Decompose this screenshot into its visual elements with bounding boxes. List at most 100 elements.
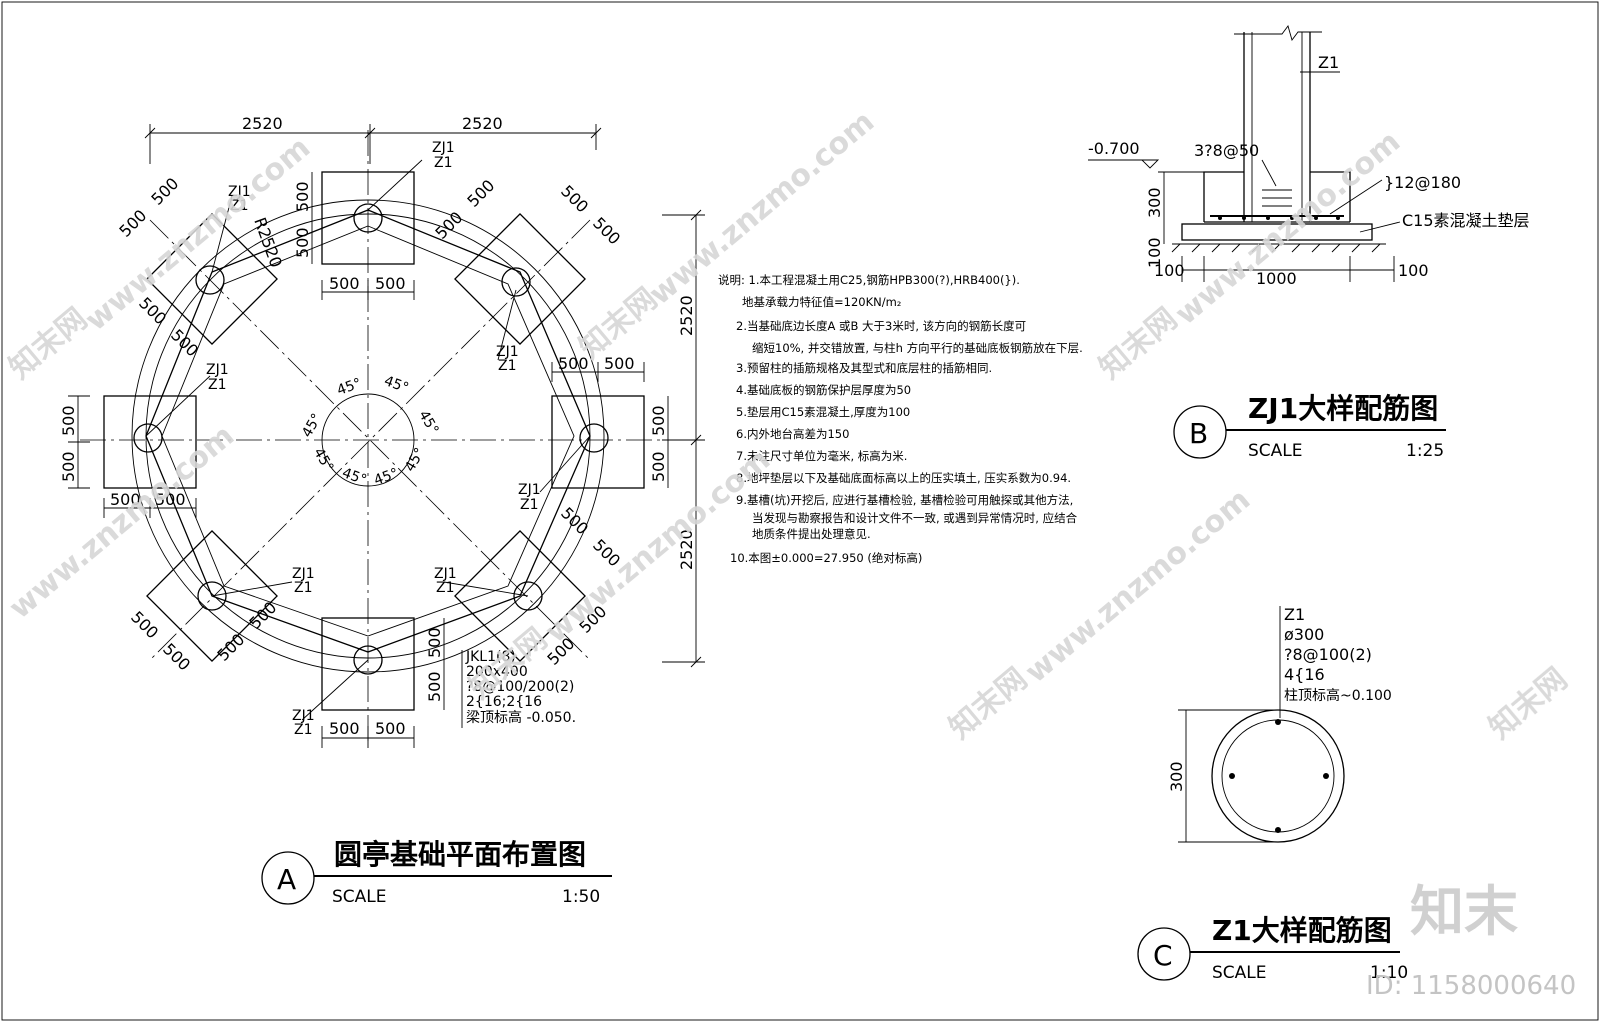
svg-text:ZJ1: ZJ1 (292, 566, 315, 582)
svg-text:100: 100 (1398, 261, 1429, 280)
svg-text:知末网: 知末网 (1483, 661, 1574, 746)
angle-label: 45° (310, 445, 336, 475)
svg-text:ZJ1: ZJ1 (292, 708, 315, 724)
svg-text:www.znzmo.com: www.znzmo.com (3, 418, 241, 626)
dim-500-top-square: 500 500 500 500 (293, 172, 415, 300)
general-notes: 说明: 1.本工程混凝土用C25,钢筋HPB300(?),HRB400(}). … (718, 273, 1083, 565)
svg-text:JKL1(8): JKL1(8) (465, 649, 516, 665)
svg-text:500: 500 (557, 503, 592, 538)
dim-2520-right-lower: 2520 (677, 529, 696, 570)
svg-text:缩短10%, 并交错放置, 与柱h 方向平行的基础底板钢筋放: 缩短10%, 并交错放置, 与柱h 方向平行的基础底板钢筋放在下层. (752, 341, 1083, 355)
svg-text:500: 500 (604, 354, 635, 373)
dim-2520-top-right: 2520 (462, 114, 503, 133)
svg-text:500: 500 (329, 274, 360, 293)
bedding-label: C15素混凝土垫层 (1402, 211, 1530, 230)
svg-text:地质条件提出处理意见.: 地质条件提出处理意见. (752, 527, 871, 541)
svg-text:ZJ1: ZJ1 (496, 344, 519, 360)
svg-text:500: 500 (147, 174, 182, 209)
scale-value-c: 1:10 (1370, 963, 1408, 983)
svg-text:500: 500 (155, 490, 186, 509)
angle-circle (321, 393, 415, 487)
svg-text:Z1: Z1 (1284, 605, 1305, 624)
svg-text:3.预留柱的插筋规格及其型式和底层柱的插筋相同.: 3.预留柱的插筋规格及其型式和底层柱的插筋相同. (736, 361, 992, 375)
svg-text:500: 500 (159, 639, 194, 674)
badge-c (1137, 927, 1191, 981)
watermark-id: ID: 1158000640 (1366, 971, 1576, 1001)
svg-text:500: 500 (245, 598, 280, 633)
badge-b-letter: B (1189, 417, 1208, 450)
svg-text:2{16;2{16: 2{16;2{16 (466, 694, 542, 710)
svg-text:9.基槽(坑)开挖后, 应进行基槽检验, 基槽检验可用触探或: 9.基槽(坑)开挖后, 应进行基槽检验, 基槽检验可用触探或其他方法, (736, 493, 1073, 507)
svg-text:知末网: 知末网 (943, 661, 1034, 746)
svg-text:500: 500 (293, 181, 312, 212)
svg-text:Z1: Z1 (498, 358, 517, 374)
stirrup-label: 3?8@50 (1194, 141, 1259, 160)
svg-text:Z1: Z1 (294, 580, 313, 596)
dim-right: 2520 2520 (662, 209, 705, 668)
svg-text:300: 300 (1145, 187, 1164, 218)
scale-value-a: 1:50 (562, 887, 600, 907)
beam-tag: JKL1(8) 200x400 ?8@100/200(2) 2{16;2{16 … (461, 649, 576, 728)
svg-text:ZJ1: ZJ1 (434, 566, 457, 582)
svg-text:6.内外地台高差为150: 6.内外地台高差为150 (736, 427, 849, 441)
svg-text:500: 500 (557, 181, 592, 216)
elevation-label: -0.700 (1088, 139, 1140, 158)
svg-text:500: 500 (463, 176, 498, 211)
angle-label: 45° (402, 445, 428, 475)
svg-text:500: 500 (425, 671, 444, 702)
svg-text:Z1: Z1 (436, 580, 455, 596)
svg-text:500: 500 (293, 227, 312, 258)
svg-text:500: 500 (425, 627, 444, 658)
dim-top: 2520 2520 (144, 114, 602, 164)
scale-value-b: 1:25 (1406, 441, 1444, 461)
scale-label-a: SCALE (332, 887, 387, 907)
angle-label: 45° (335, 375, 364, 399)
detail-b-footing-section: -0.700 300 100 3?8@50 Z1 }12@180 C15素混凝土… (1088, 25, 1530, 461)
angle-label: 45° (382, 373, 411, 397)
dim-500-right-square: 500 500 500 500 (551, 354, 669, 488)
svg-text:当发现与勘察报告和设计文件不一致, 或遇到异常情况时, 应结: 当发现与勘察报告和设计文件不一致, 或遇到异常情况时, 应结合 (752, 511, 1078, 525)
radius-label: R2520 (250, 215, 286, 270)
svg-text:Z1: Z1 (520, 497, 539, 513)
detail-c-title: Z1大样配筋图 (1212, 914, 1392, 947)
svg-text:ZJ1: ZJ1 (518, 482, 541, 498)
svg-text:Z1: Z1 (294, 722, 313, 738)
plan-a-title: 圆亭基础平面布置图 (334, 838, 586, 871)
svg-text:柱顶标高~0.100: 柱顶标高~0.100 (1284, 687, 1392, 704)
svg-text:Z1: Z1 (230, 198, 249, 214)
svg-text:ZJ1: ZJ1 (432, 140, 455, 156)
svg-text:梁顶标高 -0.050.: 梁顶标高 -0.050. (466, 709, 576, 726)
svg-text:Z1: Z1 (434, 155, 453, 171)
svg-text:ZJ1: ZJ1 (206, 362, 229, 378)
scale-label-b: SCALE (1248, 441, 1303, 461)
watermark-logo: 知末 (1410, 880, 1518, 943)
svg-text:500: 500 (589, 213, 624, 248)
badge-a (261, 851, 315, 905)
svg-text:500: 500 (558, 354, 589, 373)
svg-text:ZJ1: ZJ1 (228, 184, 251, 200)
svg-text:500: 500 (127, 607, 162, 642)
dim-2520-top-left: 2520 (242, 114, 283, 133)
svg-text:?8@100/200(2): ?8@100/200(2) (466, 679, 574, 695)
detail-c-column-section: 300 Z1 ø300 ?8@100(2) 4{16 柱顶标高~0.100 C … (1137, 605, 1408, 983)
svg-text:500: 500 (375, 719, 406, 738)
svg-text:ø300: ø300 (1284, 625, 1324, 644)
detail-b-title: ZJ1大样配筋图 (1248, 392, 1438, 425)
svg-text:500: 500 (110, 490, 141, 509)
badge-c-letter: C (1153, 939, 1173, 972)
svg-text:500: 500 (329, 719, 360, 738)
dim-500-bottom-square: 500 500 500 500 (321, 618, 445, 748)
angle-label: 45° (299, 411, 325, 441)
badge-a-letter: A (277, 863, 296, 896)
svg-text:500: 500 (649, 405, 668, 436)
svg-text:500: 500 (59, 405, 78, 436)
svg-text:100: 100 (1154, 261, 1185, 280)
badge-b (1173, 405, 1227, 459)
footing-tags: ZJ1 Z1 ZJ1 Z1 ZJ1 Z1 ZJ1 Z1 ZJ1 Z1 ZJ1 Z… (145, 140, 591, 738)
svg-text:500: 500 (213, 630, 248, 665)
column-tag-b: Z1 (1318, 53, 1339, 72)
svg-text:5.垫层用C15素混凝土,厚度为100: 5.垫层用C15素混凝土,厚度为100 (736, 405, 910, 419)
svg-text:500: 500 (59, 451, 78, 482)
